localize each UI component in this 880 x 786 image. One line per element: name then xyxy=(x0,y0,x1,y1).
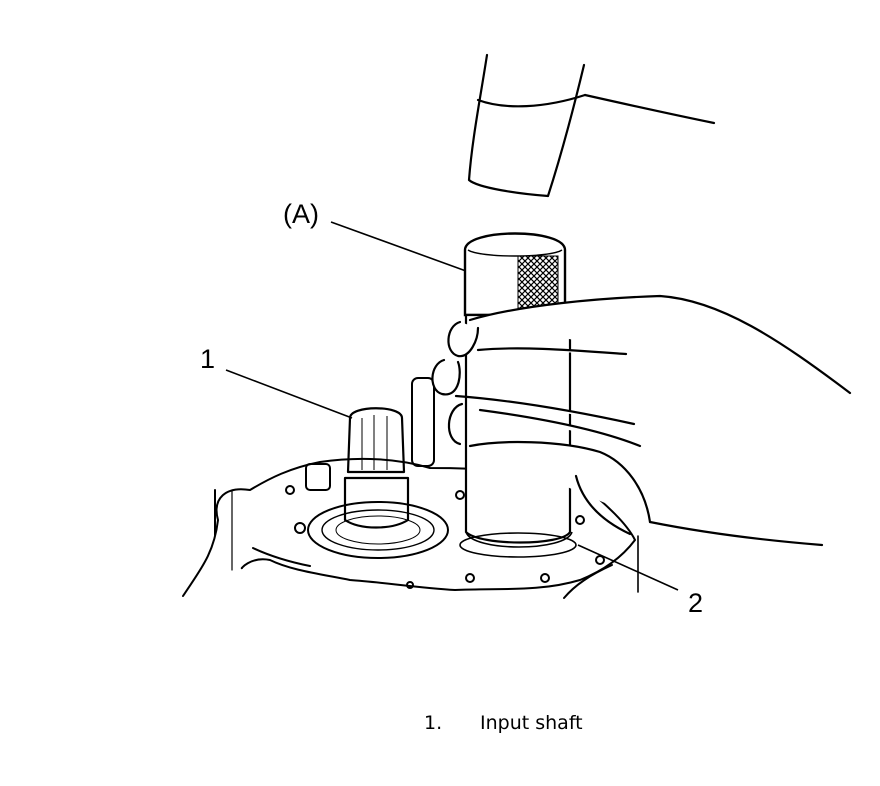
leader-line-tool xyxy=(330,221,467,272)
legend-number: 1. xyxy=(424,712,443,734)
transmission-case xyxy=(182,457,636,599)
callout-label-part1: 1 xyxy=(200,344,215,374)
hammer-sleeve-hand xyxy=(467,53,716,198)
callout-part1: 1 xyxy=(200,344,353,419)
legend: 1. Input shaft xyxy=(424,712,583,734)
callout-label-part2: 2 xyxy=(688,588,703,618)
callout-part2: 2 xyxy=(577,544,703,618)
leader-line-part1 xyxy=(225,369,353,419)
callout-label-tool: (A) xyxy=(283,199,319,229)
legend-text: Input shaft xyxy=(480,712,583,734)
installer-tool xyxy=(463,232,567,317)
leader-line-part2 xyxy=(577,544,679,591)
callout-tool-a: (A) xyxy=(283,199,467,272)
legend-item: 1. Input shaft xyxy=(424,712,583,734)
knurled-grip xyxy=(517,255,559,309)
hand xyxy=(431,294,852,593)
oil-seal-sleeve xyxy=(459,313,577,558)
